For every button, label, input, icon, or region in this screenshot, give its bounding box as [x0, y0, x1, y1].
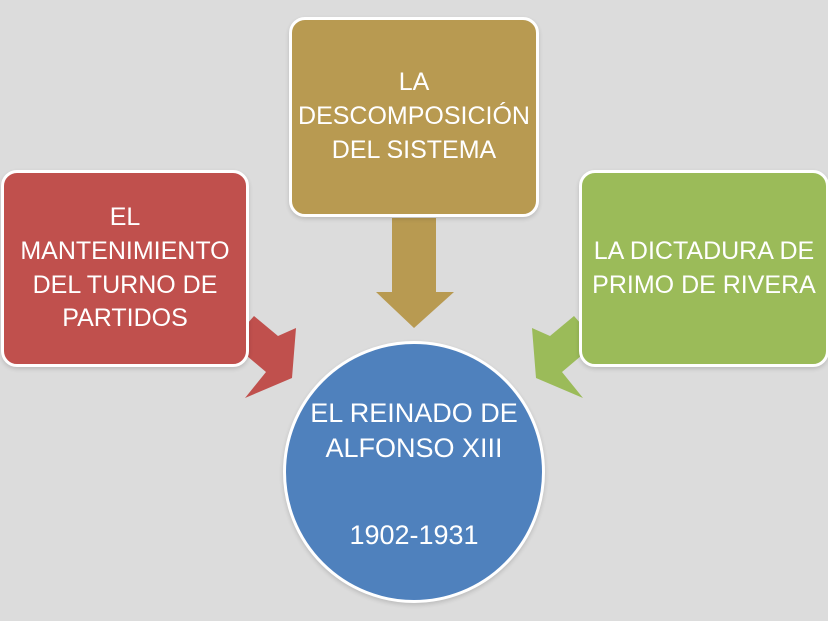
left-node-text: EL MANTENIMIENTO DEL TURNO DE PARTIDOS: [20, 203, 230, 333]
center-node: EL REINADO DE ALFONSO XIII 1902-1931: [283, 341, 545, 603]
top-arrow: [376, 218, 454, 328]
center-node-title: EL REINADO DE ALFONSO XIII: [310, 398, 518, 464]
right-node: LA DICTADURA DE PRIMO DE RIVERA: [579, 170, 828, 367]
top-node: LA DESCOMPOSICIÓN DEL SISTEMA: [289, 17, 539, 217]
top-node-text: LA DESCOMPOSICIÓN DEL SISTEMA: [298, 68, 530, 164]
right-node-text: LA DICTADURA DE PRIMO DE RIVERA: [592, 236, 816, 299]
left-node: EL MANTENIMIENTO DEL TURNO DE PARTIDOS: [1, 170, 249, 367]
center-node-years: 1902-1931: [349, 520, 479, 550]
